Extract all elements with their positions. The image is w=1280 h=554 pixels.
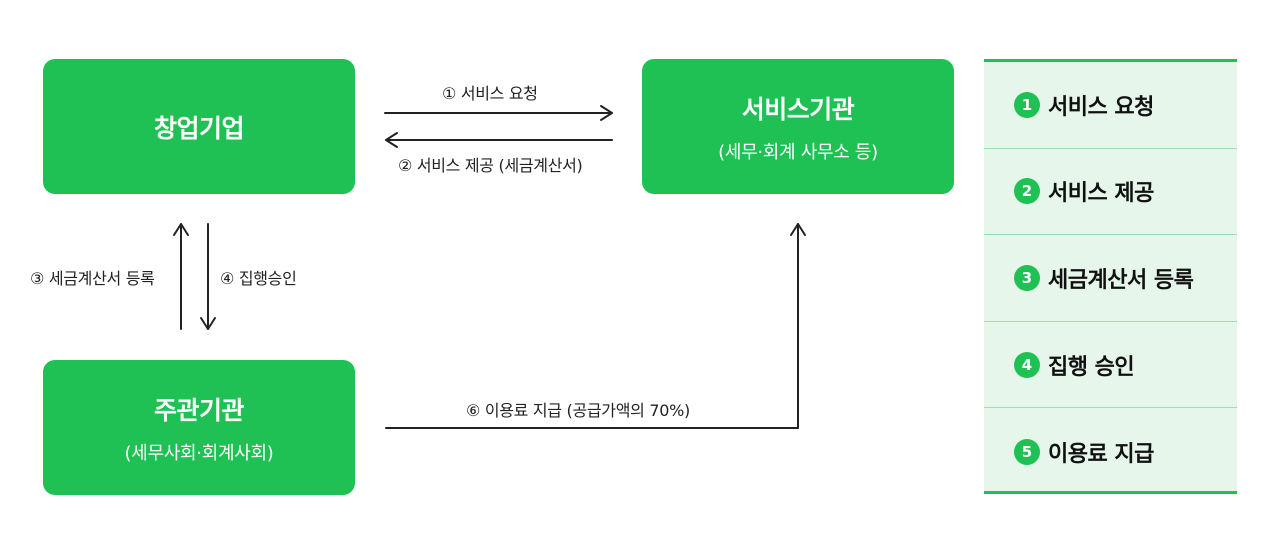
node-host-title: 주관기관 bbox=[153, 395, 245, 425]
legend-item-label: 집행 승인 bbox=[1048, 354, 1135, 380]
legend-item-label: 세금계산서 등록 bbox=[1048, 267, 1194, 293]
node-service-title: 서비스기관 bbox=[741, 94, 855, 124]
node-service-agency: 서비스기관 (세무·회계 사무소 등) bbox=[642, 59, 954, 194]
legend-item: 5 이용료 지급 bbox=[984, 408, 1237, 495]
step-number-badge: 1 bbox=[1014, 91, 1040, 118]
arrow-invoice-register-head bbox=[173, 223, 189, 236]
node-service-subtitle: (세무·회계 사무소 등) bbox=[718, 141, 878, 163]
legend-item-label: 이용료 지급 bbox=[1048, 441, 1154, 467]
edge-label-fee-payment: ⑥ 이용료 지급 (공급가액의 70%) bbox=[466, 401, 690, 420]
step-number-badge: 4 bbox=[1014, 351, 1040, 378]
step-number-badge: 5 bbox=[1014, 438, 1040, 465]
arrow-execution-approval-head bbox=[200, 317, 216, 330]
node-host-agency: 주관기관 (세무사회·회계사회) bbox=[43, 360, 355, 495]
node-startup: 창업기업 bbox=[43, 59, 355, 194]
legend-item: 1 서비스 요청 bbox=[984, 62, 1237, 149]
arrow-fee-payment-head bbox=[790, 223, 806, 236]
step-number-badge: 3 bbox=[1014, 264, 1040, 291]
node-startup-title: 창업기업 bbox=[153, 113, 245, 143]
legend-item-label: 서비스 요청 bbox=[1048, 94, 1154, 120]
edge-label-service-request: ① 서비스 요청 bbox=[442, 84, 538, 103]
edge-label-invoice-register: ③ 세금계산서 등록 bbox=[30, 269, 155, 288]
legend-item: 4 집행 승인 bbox=[984, 322, 1237, 409]
arrow-service-provide-head bbox=[385, 132, 398, 148]
step-legend: 1 서비스 요청 2 서비스 제공 3 세금계산서 등록 4 집행 승인 5 이… bbox=[984, 59, 1237, 494]
arrow-service-request-head bbox=[600, 105, 613, 121]
arrow-fee-payment bbox=[385, 223, 799, 429]
edge-label-execution-approval: ④ 집행승인 bbox=[220, 269, 297, 288]
legend-item: 3 세금계산서 등록 bbox=[984, 235, 1237, 322]
node-host-subtitle: (세무사회·회계사회) bbox=[124, 442, 274, 464]
step-number-badge: 2 bbox=[1014, 178, 1040, 205]
legend-item-label: 서비스 제공 bbox=[1048, 181, 1154, 207]
edge-label-service-provide: ② 서비스 제공 (세금계산서) bbox=[398, 156, 583, 175]
legend-item: 2 서비스 제공 bbox=[984, 149, 1237, 236]
